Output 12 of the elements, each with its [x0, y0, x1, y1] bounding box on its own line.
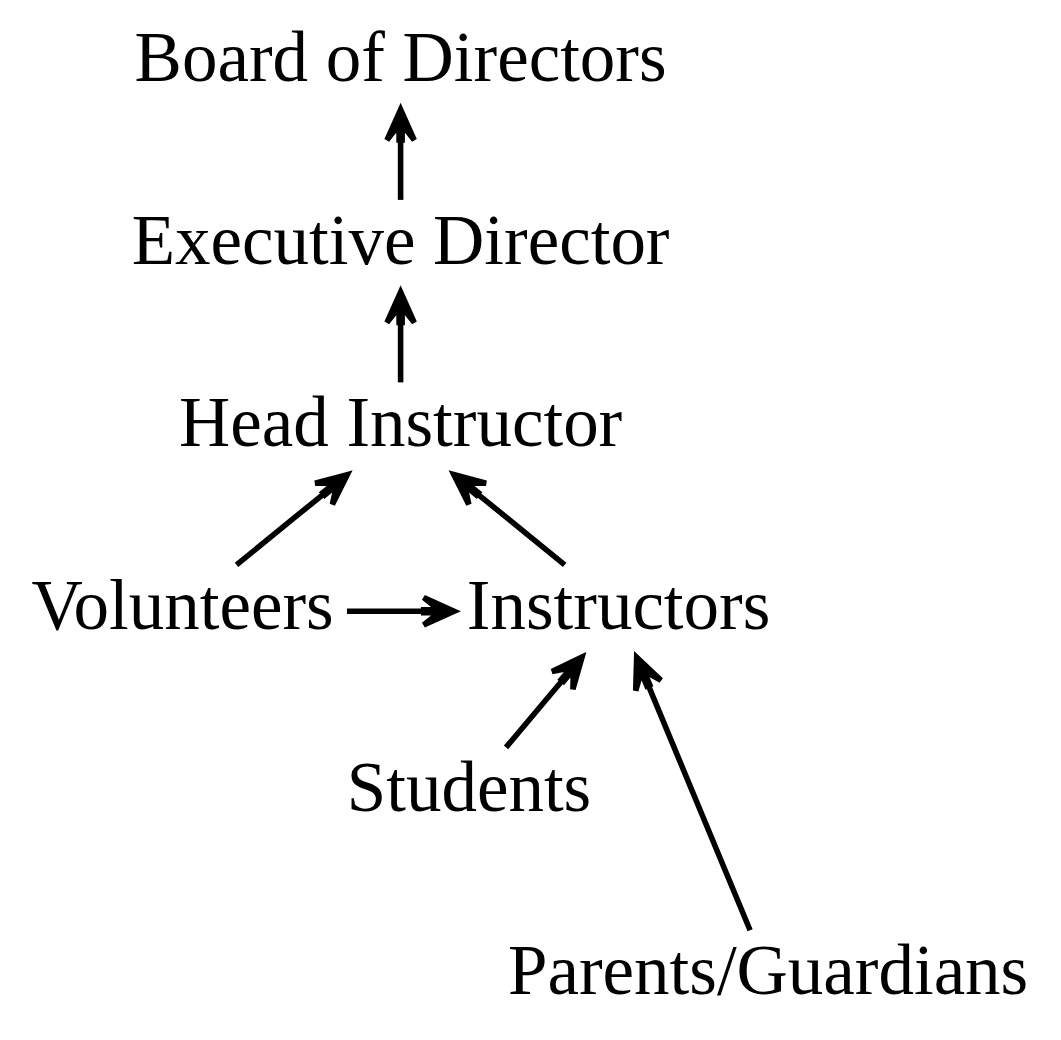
- arrow: [384, 106, 418, 200]
- arrow: [234, 471, 351, 568]
- node-text: Parents/Guardians: [508, 930, 1029, 1009]
- node-text: Head Instructor: [178, 383, 623, 462]
- arrow: [632, 654, 753, 932]
- node-text: Volunteers: [31, 565, 334, 644]
- arrow: [451, 471, 567, 568]
- node-text: Students: [346, 748, 592, 827]
- arrow: [503, 654, 585, 750]
- node-text: Executive Director: [131, 200, 670, 279]
- node-text: Board of Directors: [134, 18, 667, 97]
- node-text: Instructors: [466, 565, 771, 644]
